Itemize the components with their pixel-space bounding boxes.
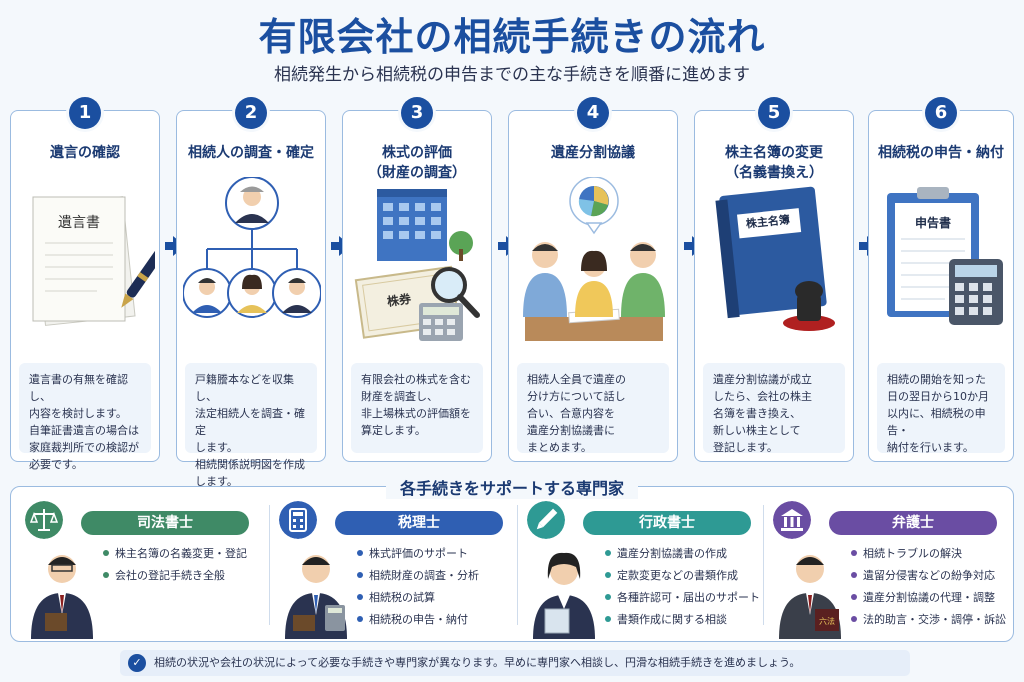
page-title: 有限会社の相続手続きの流れ: [258, 15, 766, 59]
fountain-pen-icon: [121, 244, 155, 308]
experts-section-title: 各手続きをサポートする専門家: [385, 475, 639, 499]
register-book-label: 株主名簿: [745, 212, 790, 231]
step-description-6: 相続の開始を知った日の翌日から10か月以内に、相続税の申告・納付を行います。: [877, 363, 1005, 454]
step-card-3: 3 株式の評価（財産の調査） 株券: [342, 97, 492, 462]
divider: [763, 505, 764, 625]
pen-icon: [527, 501, 565, 539]
family-tree-illustration: [183, 177, 321, 318]
expert-service-item: 遺留分侵害などの紛争対応: [851, 565, 1006, 587]
expert-service-item: 書類作成に関する相談: [605, 609, 760, 631]
office-building-icon: [377, 189, 473, 261]
deceased-person-icon: [225, 177, 279, 230]
calculator-icon: [279, 501, 317, 539]
step-number-2: 2: [235, 97, 267, 129]
will-document-illustration: 遺言書: [32, 196, 155, 326]
calculator-icon: [419, 303, 463, 341]
shareholder-register-illustration: 株主名簿: [715, 186, 835, 331]
step-title-3: 株式の評価（財産の調査）: [368, 145, 466, 181]
step-description-2: 戸籍謄本などを収集し、法定相続人を調査・確定します。相続関係説明図を作成します。: [185, 363, 317, 488]
person-icon: [621, 242, 665, 317]
administrative-scrivener-person-icon: [533, 552, 595, 639]
expert-role-label: 司法書士: [81, 511, 249, 535]
step-title-2: 相続人の調査・確定: [188, 145, 314, 161]
footer-text: 相続の状況や会社の状況によって必要な手続きや専門家が異なります。早めに専門家へ相…: [154, 656, 801, 669]
expert-service-item: 会社の登記手続き全般: [103, 565, 247, 587]
family-meeting-illustration: [523, 177, 665, 341]
scales-icon: [25, 501, 63, 539]
magnifier-icon: [431, 267, 480, 318]
expert-lawyer: 弁護士 六法 相続トラブルの解決 遺留分侵害などの紛争対応 遺産分割協議の代理・…: [767, 497, 1017, 639]
divider: [269, 505, 270, 625]
step-title-1: 遺言の確認: [50, 145, 120, 161]
step-title-6: 相続税の申告・納付: [878, 145, 1004, 161]
step-description-3: 有限会社の株式を含む財産を調査し、非上場株式の評価額を算定します。: [351, 363, 483, 453]
experts-panel: 各手続きをサポートする専門家 司法書士 株主名簿の名義変更・登記 会社の登記手続…: [10, 475, 1017, 642]
stock-valuation-illustration: 株券: [354, 189, 480, 341]
expert-service-item: 法的助言・交渉・調停・訴訟: [851, 609, 1006, 631]
expert-service-item: 遺産分割協議の代理・調整: [851, 587, 1006, 609]
step-title-4: 遺産分割協議: [551, 145, 635, 161]
expert-judicial-scrivener: 司法書士 株主名簿の名義変更・登記 会社の登記手続き全般: [19, 497, 269, 639]
expert-service-item: 株主名簿の名義変更・登記: [103, 543, 247, 565]
step-number-3: 3: [401, 97, 433, 129]
tax-return-label: 申告書: [915, 215, 951, 230]
expert-role-label: 弁護士: [829, 511, 997, 535]
step-number-6: 6: [925, 97, 957, 129]
step-title-5: 株主名簿の変更（名義書換え）: [725, 145, 823, 181]
heir-person-icon: [272, 268, 321, 318]
expert-administrative-scrivener: 行政書士 遺産分割協議書の作成 定款変更などの書類作成 各種許認可・届出のサポー…: [521, 497, 771, 639]
lawyer-person-icon: 六法: [779, 555, 841, 639]
tax-accountant-person-icon: [285, 555, 347, 639]
step-card-1: 1 遺言の確認 遺言書 遺言書の有無を確認し、内容を検討します。自筆証書遺言の場…: [10, 97, 160, 471]
expert-services-list: 株主名簿の名義変更・登記 会社の登記手続き全般: [103, 543, 247, 587]
expert-role-label: 税理士: [335, 511, 503, 535]
divider: [517, 505, 518, 625]
expert-service-item: 株式評価のサポート: [357, 543, 479, 565]
person-icon: [575, 250, 613, 317]
expert-service-item: 相続税の申告・納付: [357, 609, 479, 631]
stock-certificate-label: 株券: [386, 291, 413, 309]
steps-flow: 1 遺言の確認 遺言書 遺言書の有無を確認し、内容を検討します。自筆証書遺言の場…: [10, 97, 1014, 488]
stamp-icon: [783, 281, 835, 331]
expert-service-item: 定款変更などの書類作成: [605, 565, 760, 587]
step-card-6: 6 相続税の申告・納付 申告書: [868, 97, 1014, 462]
check-circle-icon: ✓: [128, 654, 146, 672]
step-card-4: 4 遺産分割協議: [508, 97, 678, 462]
expert-role-label: 行政書士: [583, 511, 751, 535]
page-subtitle: 相続発生から相続税の申告までの主な手続きを順番に進めます: [274, 65, 750, 85]
expert-service-item: 遺産分割協議書の作成: [605, 543, 760, 565]
courthouse-icon: [773, 501, 811, 539]
expert-service-item: 各種許認可・届出のサポート: [605, 587, 760, 609]
person-icon: [523, 242, 567, 317]
expert-service-item: 相続税の試算: [357, 587, 479, 609]
step-number-1: 1: [69, 97, 101, 129]
law-book-label: 六法: [819, 616, 835, 626]
pie-chart-bubble-icon: [569, 177, 619, 235]
step-number-5: 5: [758, 97, 790, 129]
step-card-5: 5 株主名簿の変更（名義書換え） 株主名簿 遺産分割協議が成立したら、会社の株主…: [694, 97, 854, 462]
step-number-4: 4: [577, 97, 609, 129]
tax-return-illustration: 申告書: [887, 187, 1003, 325]
will-document-label: 遺言書: [58, 215, 100, 231]
expert-service-item: 相続財産の調査・分析: [357, 565, 479, 587]
step-description-1: 遺言書の有無を確認し、内容を検討します。自筆証書遺言の場合は家庭裁判所での検認が…: [19, 363, 151, 471]
scrivener-person-icon: [31, 555, 93, 639]
expert-service-item: 相続トラブルの解決: [851, 543, 1006, 565]
register-book-icon: 株主名簿: [715, 186, 827, 319]
expert-services-list: 株式評価のサポート 相続財産の調査・分析 相続税の試算 相続税の申告・納付: [357, 543, 479, 631]
heir-person-icon: [227, 268, 277, 318]
step-description-4: 相続人全員で遺産の分け方について話し合い、合意内容を遺産分割協議書にまとめます。: [517, 363, 669, 454]
calculator-icon: [949, 259, 1003, 325]
heir-person-icon: [183, 268, 232, 318]
footer-note: ✓ 相続の状況や会社の状況によって必要な手続きや専門家が異なります。早めに専門家…: [120, 650, 910, 676]
step-card-2: 2 相続人の調査・確定: [176, 97, 326, 488]
step-description-5: 遺産分割協議が成立したら、会社の株主名簿を書き換え、新しい株主として登記します。: [703, 363, 845, 454]
expert-services-list: 相続トラブルの解決 遺留分侵害などの紛争対応 遺産分割協議の代理・調整 法的助言…: [851, 543, 1006, 631]
expert-tax-accountant: 税理士 株式評価のサポート 相続財産の調査・分析 相続税の試算 相続税の申告・納…: [273, 497, 523, 639]
expert-services-list: 遺産分割協議書の作成 定款変更などの書類作成 各種許認可・届出のサポート 書類作…: [605, 543, 760, 631]
